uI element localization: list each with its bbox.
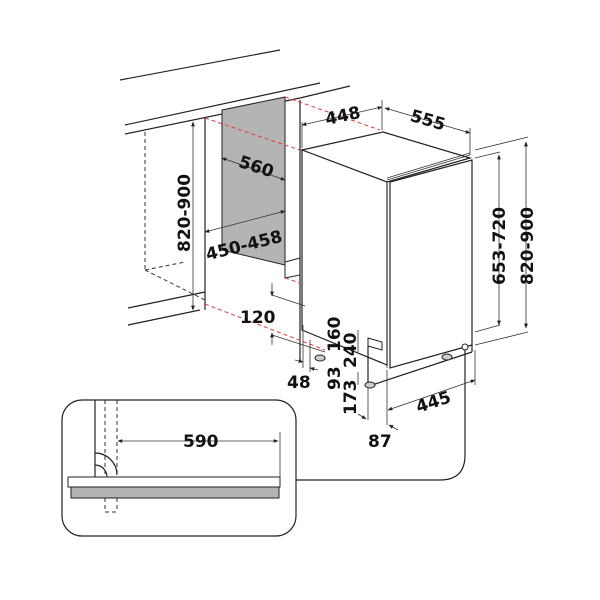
label-820-900-niche: 820-900 (175, 174, 195, 252)
label-87: 87 (368, 432, 392, 452)
left-cabinet (127, 117, 206, 326)
label-555: 555 (408, 106, 448, 135)
label-448: 448 (323, 103, 362, 130)
label-240: 240 (341, 332, 361, 368)
label-120: 120 (240, 308, 276, 328)
label-173: 173 (341, 380, 361, 416)
label-160: 160 (325, 316, 345, 352)
label-48: 48 (287, 373, 311, 393)
countertop (119, 49, 351, 135)
door-clearance-detail (61, 350, 466, 537)
dishwasher-body (299, 131, 473, 389)
label-653-720: 653-720 (490, 207, 510, 285)
dimension-lines (191, 100, 529, 431)
niche-floor-step (284, 257, 301, 279)
label-445: 445 (414, 388, 454, 418)
label-590: 590 (183, 432, 219, 452)
label-93: 93 (325, 366, 345, 390)
label-820-900-total: 820-900 (518, 207, 538, 285)
